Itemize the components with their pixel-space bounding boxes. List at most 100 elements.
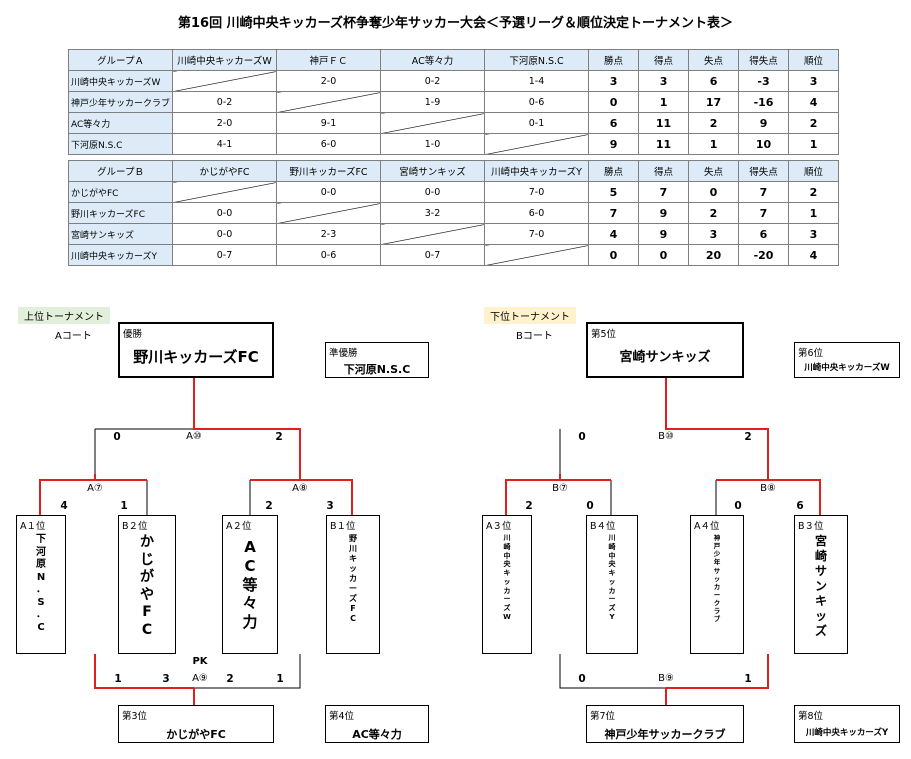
stat-cell: 11 [638, 133, 690, 155]
upper-final-left-score: 0 [113, 431, 121, 443]
team-name-char: カ [349, 574, 357, 583]
lower-team-3-box: A４位 神戸少年サッカークラブ [690, 515, 744, 654]
team-name-char: 河 [36, 546, 46, 558]
team-name-char: サ [713, 566, 721, 575]
lower-fourth-caption: 第8位 [798, 711, 824, 722]
team-name-char: ッ [814, 609, 827, 623]
lower-third-right-score: 1 [744, 673, 752, 685]
team-name-char: じ [140, 551, 154, 568]
upper-team-2-caption: B２位 [122, 521, 148, 532]
team-name-char: 々 [242, 594, 258, 613]
lower-team-4-name: 宮崎サンキッズ [795, 534, 847, 649]
diagonal-cell [172, 181, 277, 203]
team-name-char: ン [814, 579, 827, 593]
team-name-char: 川 [503, 534, 511, 542]
lower-third-box: 第7位 神戸少年サッカークラブ [586, 705, 744, 743]
upper-winner-caption: 優勝 [123, 329, 143, 340]
team-name-char: F [142, 604, 152, 620]
team-name-cell: 下河原N.S.C [67, 133, 174, 155]
groupB-header-cell: かじがやFC [172, 160, 277, 182]
upper-semi1-left-score: 4 [60, 500, 68, 512]
lower-team-4-box: B３位 宮崎サンキッズ [794, 515, 848, 654]
groupB-header-cell: 得失点 [738, 160, 789, 182]
lower-winner-caption: 第5位 [591, 329, 617, 340]
lower-team-3-name: 神戸少年サッカークラブ [691, 534, 743, 649]
team-name-char: ー [503, 595, 511, 604]
team-name-cell: 宮崎サンキッズ [68, 223, 173, 245]
stat-cell: -20 [738, 244, 789, 266]
diagonal-cell [380, 223, 485, 245]
team-name-char: 央 [503, 560, 511, 569]
lower-fourth-name: 川崎中央キッカーズY [805, 728, 889, 738]
team-name-char: 原 [36, 559, 46, 570]
team-name-char: 崎 [608, 542, 616, 551]
upper-winner-box: 優勝 野川キッカーズFC [118, 322, 274, 378]
upper-semi2-right-score: 3 [326, 500, 334, 512]
team-name-char: C [244, 556, 256, 575]
upper-fourth-name: AC等々力 [352, 728, 402, 741]
match-result-cell: 6-0 [276, 133, 382, 155]
lower-fourth-box: 第8位 川崎中央キッカーズY [794, 705, 900, 743]
team-name-char: ッ [503, 577, 511, 586]
team-name-char: ズ [503, 604, 511, 612]
lower-court: Bコート [516, 331, 553, 342]
lower-runner-caption: 第6位 [798, 348, 824, 359]
match-result-cell: 4-1 [172, 133, 278, 155]
team-name-char: Y [609, 612, 615, 621]
groupA-header-cell: 順位 [788, 49, 840, 71]
lower-third-match-label: B⑨ [658, 673, 674, 684]
team-name-char: ズ [608, 604, 616, 612]
groupA-header-cell: 得点 [638, 49, 690, 71]
team-name-char: カ [608, 586, 616, 595]
team-name-char: ー [713, 590, 721, 599]
team-name-char: N [36, 571, 46, 583]
upper-third-left-pk: 3 [162, 673, 170, 685]
upper-third-right-score: 1 [276, 673, 284, 685]
groupB-header-cell: 野川キッカーズFC [276, 160, 381, 182]
team-name-cell: 野川キッカーズFC [68, 202, 173, 224]
team-name-char: 中 [503, 551, 511, 560]
lower-third-caption: 第7位 [590, 711, 616, 722]
groupB-header-cell: グループＢ [68, 160, 173, 182]
lower-runner-name: 川崎中央キッカーズW [804, 363, 890, 373]
upper-third-caption: 第3位 [122, 711, 148, 722]
upper-semi2-label: A⑧ [292, 483, 308, 494]
groupA-header-cell: 得失点 [738, 49, 790, 71]
stat-cell: 2 [788, 112, 840, 134]
upper-third-box: 第3位 かじがやFC [118, 705, 274, 743]
diagonal-cell [276, 91, 382, 113]
team-name-char: カ [713, 582, 721, 591]
team-name-char: 年 [713, 558, 721, 567]
team-name-char: サ [814, 564, 827, 578]
team-name-char: 川 [608, 534, 616, 542]
team-name-char: ズ [814, 624, 827, 638]
lower-tournament-label: 下位トーナメント [484, 307, 576, 324]
team-name-char: 戸 [713, 542, 721, 551]
team-name-char: ー [608, 595, 616, 604]
lower-winner-box: 第5位 宮崎サンキッズ [586, 322, 744, 378]
team-name-char: ラ [713, 607, 721, 616]
team-name-char: ッ [349, 564, 357, 573]
team-name-cell: 川崎中央キッカーズY [68, 244, 173, 266]
lower-third-name: 神戸少年サッカークラブ [604, 728, 726, 741]
match-result-cell: 0-6 [276, 244, 381, 266]
groupA-header-cell: AC等々力 [380, 49, 486, 71]
lower-third-left-score: 0 [578, 673, 586, 685]
team-name-char: A [244, 538, 256, 556]
upper-semi1-right-score: 1 [120, 500, 128, 512]
stat-cell: 1 [788, 133, 840, 155]
team-name-char: 等 [242, 575, 258, 594]
lower-winner-name: 宮崎サンキッズ [619, 350, 711, 365]
team-name-char: が [140, 569, 154, 585]
lower-final-left-score: 0 [578, 431, 586, 443]
